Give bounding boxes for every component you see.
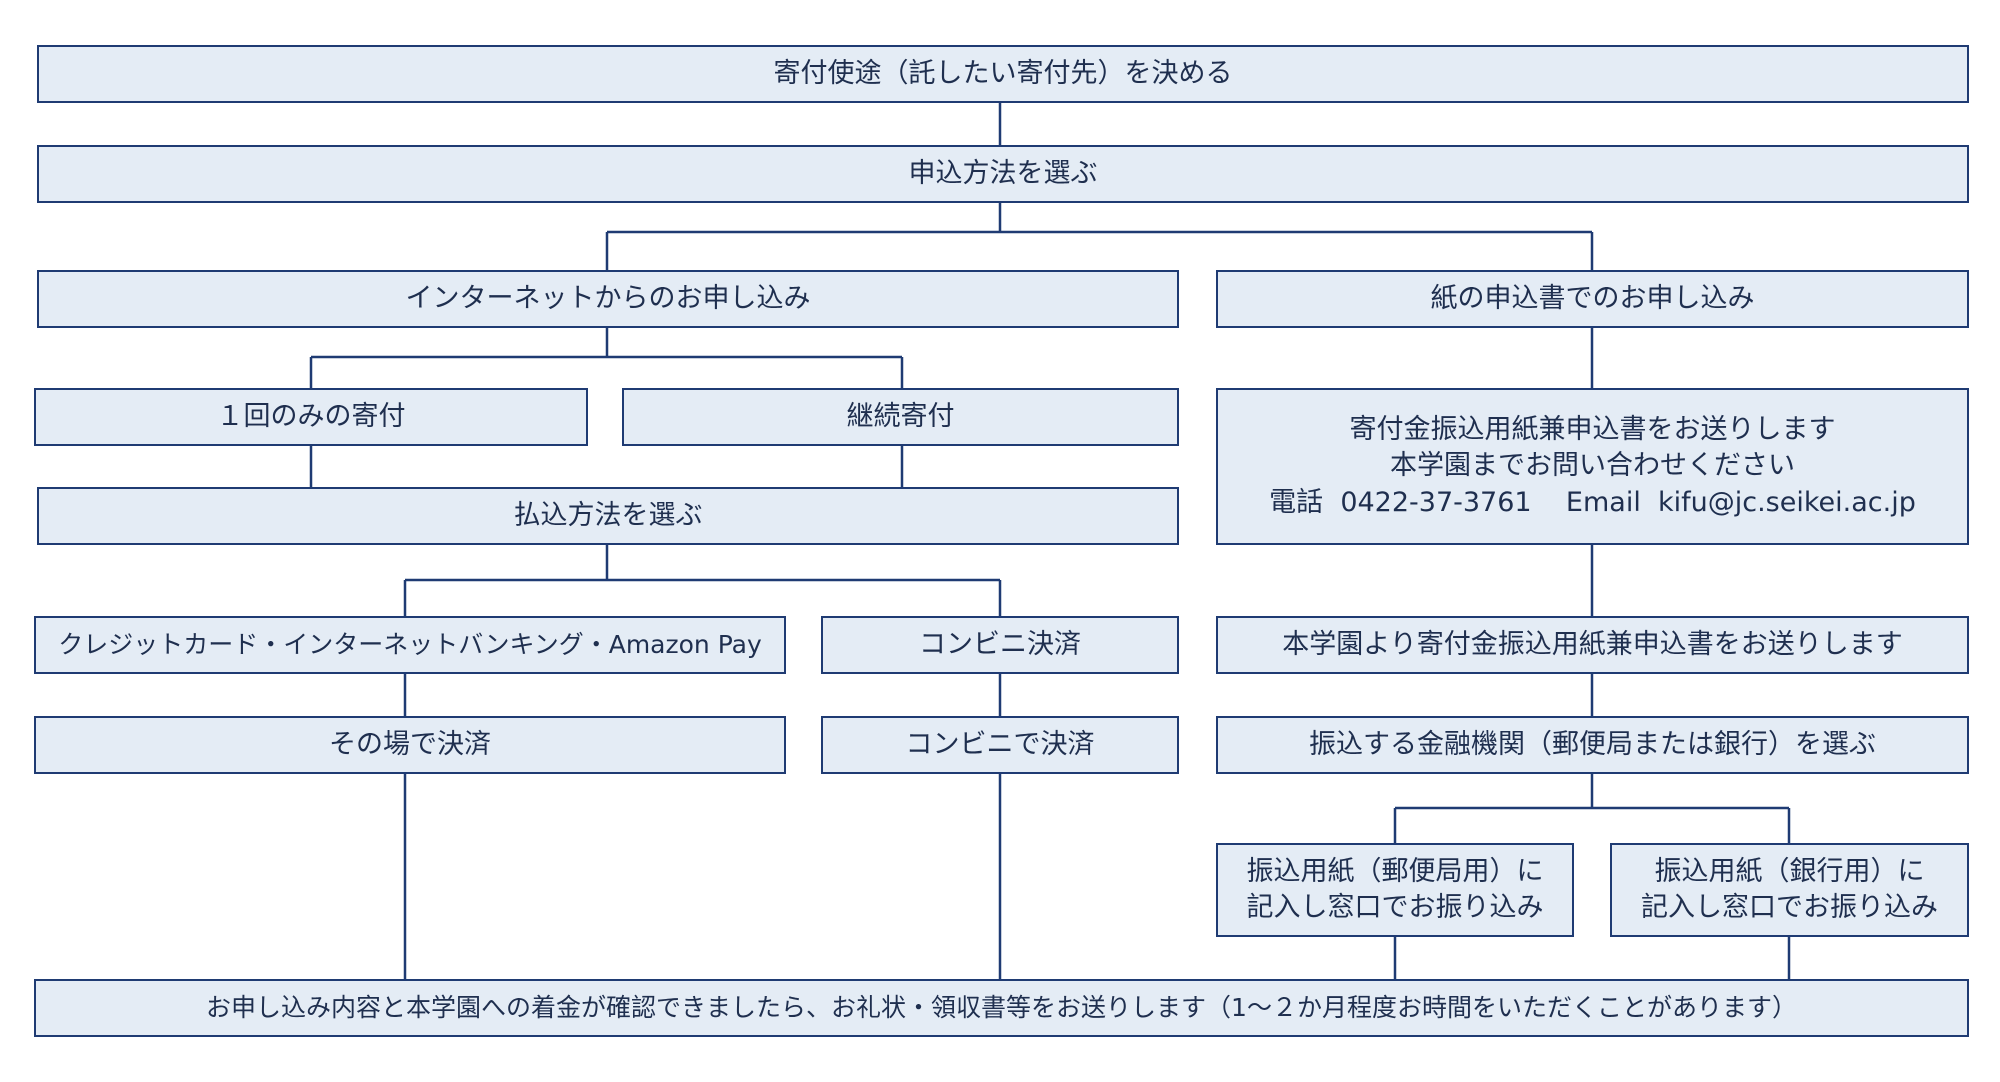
step-choose-payment: 払込方法を選ぶ [37, 487, 1179, 545]
step-decide-purpose-label: 寄付使途（託したい寄付先）を決める [773, 57, 1233, 89]
step-post-office-transfer: 振込用紙（郵便局用）に 記入し窓口でお振り込み [1216, 843, 1574, 937]
step-paper-application-label: 紙の申込書でのお申し込み [1430, 282, 1755, 314]
connector-payment-split [403, 545, 1002, 616]
post-office-line-2: 記入し窓口でお振り込み [1246, 892, 1544, 923]
step-send-form: 本学園より寄付金振込用紙兼申込書をお送りします [1216, 616, 1969, 674]
step-paper-application: 紙の申込書でのお申し込み [1216, 270, 1969, 328]
connector-donation-to-payment [309, 446, 904, 487]
bank-line-1: 振込用紙（銀行用）に [1654, 855, 1925, 887]
step-internet-application-label: インターネットからのお申し込み [405, 282, 811, 314]
paper-request-line-1: 寄付金振込用紙兼申込書をお送りします [1349, 413, 1836, 445]
post-office-line-1: 振込用紙（郵便局用）に [1246, 855, 1544, 887]
connector-bankchoice-split [1393, 774, 1791, 843]
step-pay-at-convenience-store-label: コンビニで決済 [905, 728, 1095, 760]
step-final-acknowledgement: お申し込み内容と本学園への着金が確認できましたら、お礼状・領収書等をお送りします… [34, 979, 1969, 1037]
step-choose-method: 申込方法を選ぶ [37, 145, 1969, 203]
step-choose-bank: 振込する金融機関（郵便局または銀行）を選ぶ [1216, 716, 1969, 774]
step-recurring-donation: 継続寄付 [622, 388, 1179, 446]
step-final-acknowledgement-label: お申し込み内容と本学園への着金が確認できましたら、お礼状・領収書等をお送りします… [206, 993, 1797, 1023]
step-decide-purpose: 寄付使途（託したい寄付先）を決める [37, 45, 1969, 103]
step-card-netbanking-amazonpay-label: クレジットカード・インターネットバンキング・Amazon Pay [58, 630, 762, 660]
connector-method-split [605, 203, 1594, 270]
step-recurring-donation-label: 継続寄付 [846, 400, 955, 432]
step-choose-payment-label: 払込方法を選ぶ [513, 499, 703, 531]
step-choose-method-label: 申込方法を選ぶ [908, 157, 1098, 189]
step-convenience-payment: コンビニ決済 [821, 616, 1179, 674]
step-choose-bank-label: 振込する金融機関（郵便局または銀行）を選ぶ [1309, 728, 1876, 760]
step-pay-at-convenience-store: コンビニで決済 [821, 716, 1179, 774]
step-send-form-label: 本学園より寄付金振込用紙兼申込書をお送りします [1282, 628, 1903, 660]
step-internet-application: インターネットからのお申し込み [37, 270, 1179, 328]
step-paper-request-contact: 寄付金振込用紙兼申込書をお送りします 本学園までお問い合わせください 電話 04… [1216, 388, 1969, 545]
step-pay-on-spot: その場で決済 [34, 716, 786, 774]
bank-line-2: 記入し窓口でお振り込み [1641, 892, 1938, 923]
paper-request-line-2: 本学園までお問い合わせください [1390, 450, 1795, 482]
step-pay-on-spot-label: その場で決済 [329, 728, 491, 760]
connector-internet-split [309, 328, 904, 388]
paper-request-contact-line: 電話 0422-37-3761 Email kifu@jc.seikei.ac.… [1269, 486, 1916, 518]
step-card-netbanking-amazonpay: クレジットカード・インターネットバンキング・Amazon Pay [34, 616, 786, 674]
step-one-time-donation-label: １回のみの寄付 [216, 400, 406, 432]
step-one-time-donation: １回のみの寄付 [34, 388, 588, 446]
step-convenience-payment-label: コンビニ決済 [919, 628, 1081, 660]
step-bank-transfer: 振込用紙（銀行用）に 記入し窓口でお振り込み [1610, 843, 1969, 937]
